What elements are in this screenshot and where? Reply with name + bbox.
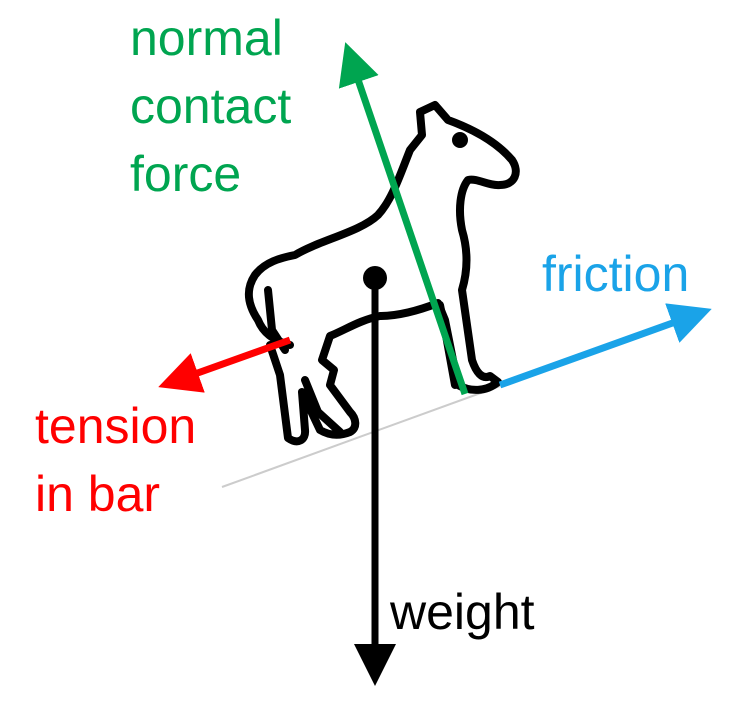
tension-arrow	[158, 336, 292, 393]
normal-force-arrow	[338, 42, 469, 396]
slope-line	[221, 385, 501, 488]
normal-label-line-3: force	[130, 146, 242, 202]
tension-label-line-2: in bar	[35, 466, 161, 522]
weight-label: weight	[390, 584, 535, 640]
center-of-mass-dot	[363, 266, 387, 290]
normal-force-label: normal contact force	[130, 4, 291, 208]
tension-label-line-1: tension	[35, 398, 197, 454]
friction-label: friction	[542, 246, 690, 302]
normal-label-line-2: contact	[130, 78, 292, 134]
normal-label-line-1: normal	[130, 10, 283, 66]
tension-label: tension in bar	[35, 392, 196, 528]
friction-arrow	[498, 303, 712, 389]
